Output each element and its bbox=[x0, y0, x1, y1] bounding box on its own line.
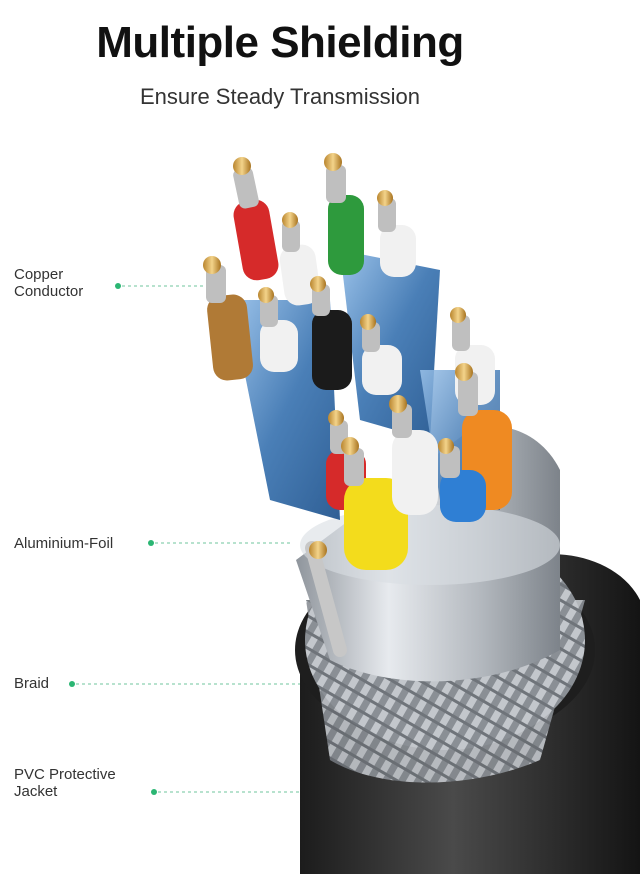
label-pvc-jacket: PVC Protective Jacket bbox=[14, 766, 116, 800]
label-copper-conductor: Copper Conductor bbox=[14, 266, 84, 300]
page-subtitle: Ensure Steady Transmission bbox=[139, 84, 421, 109]
conductor-white-1 bbox=[279, 212, 321, 306]
conductor-white-2 bbox=[377, 190, 416, 277]
label-aluminium-foil: Aluminium-Foil bbox=[14, 535, 114, 552]
conductor-green bbox=[324, 153, 364, 275]
conductors bbox=[203, 153, 512, 570]
leader-copper bbox=[115, 283, 210, 289]
conductor-blue bbox=[438, 438, 486, 522]
conductor-white-6 bbox=[389, 395, 438, 515]
conductor-red bbox=[233, 157, 279, 281]
conductor-brown bbox=[203, 256, 253, 381]
drain-wire bbox=[305, 541, 347, 657]
conductor-white-4 bbox=[360, 314, 402, 395]
conductor-black bbox=[310, 276, 352, 390]
conductor-yellow bbox=[341, 437, 408, 570]
label-braid: Braid bbox=[14, 675, 50, 692]
leader-jacket bbox=[151, 789, 320, 795]
leader-braid bbox=[69, 681, 300, 687]
leader-foil bbox=[148, 540, 290, 546]
leader-lines bbox=[69, 283, 320, 795]
page-title: Multiple Shielding bbox=[96, 18, 464, 67]
conductor-white-3 bbox=[258, 287, 298, 372]
